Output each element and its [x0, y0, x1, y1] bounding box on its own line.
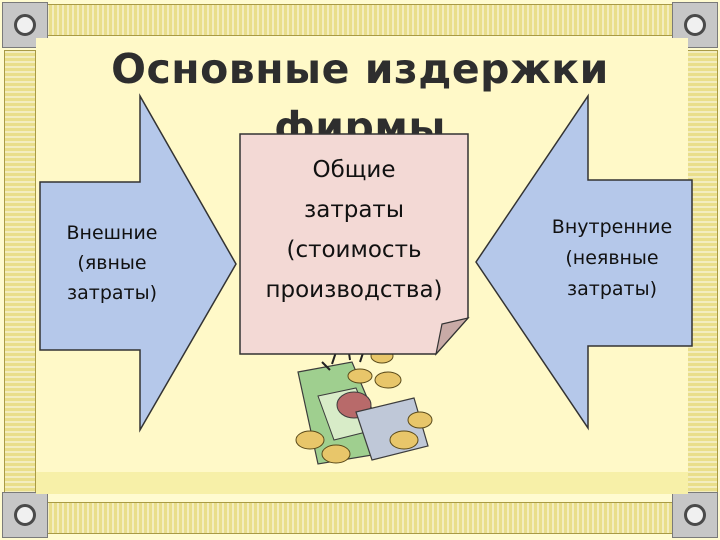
center-box-fold	[434, 316, 470, 357]
center-box-line-3: (стоимость	[286, 237, 422, 263]
right-arrow-shape	[475, 93, 693, 431]
center-box-line-4: производства)	[265, 277, 443, 303]
center-box-line-2: затраты	[304, 197, 404, 223]
right-arrow-line-1: Внутренние	[551, 216, 673, 238]
frame-right	[686, 50, 718, 494]
right-arrow-label: Внутренние (неявные затраты)	[532, 212, 692, 305]
right-arrow-line-2: (неявные	[565, 247, 659, 269]
left-arrow-line-2: (явные	[77, 252, 147, 274]
frame-top	[46, 4, 676, 36]
frame-bottom	[46, 502, 676, 534]
center-box-label: Общие затраты (стоимость производства)	[240, 150, 468, 310]
money-illustration	[295, 345, 433, 465]
left-arrow-line-3: затраты)	[67, 282, 157, 304]
left-arrow-shape	[39, 93, 237, 433]
left-arrow-label: Внешние (явные затраты)	[40, 218, 184, 308]
slide-bottom-band	[36, 472, 688, 494]
right-arrow-line-3: затраты)	[567, 278, 657, 300]
center-box-line-1: Общие	[312, 157, 396, 183]
left-arrow-line-1: Внешние	[66, 222, 158, 244]
corner-ornament-bottom-left	[2, 492, 48, 538]
corner-ornament-bottom-right	[672, 492, 718, 538]
frame-left	[4, 50, 36, 494]
